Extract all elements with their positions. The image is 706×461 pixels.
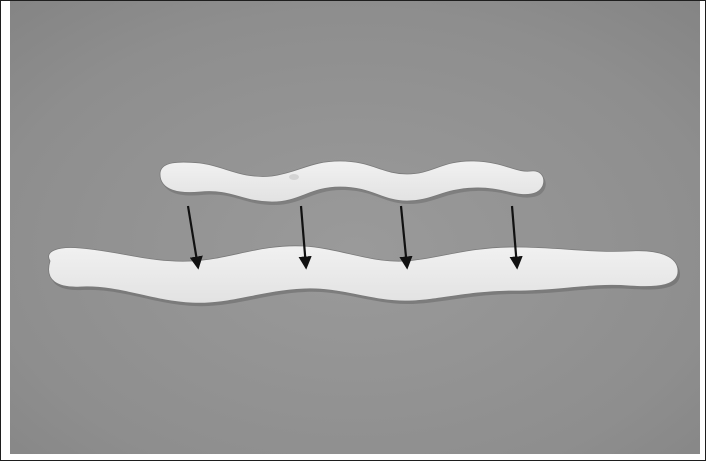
photo	[10, 1, 700, 454]
strip-blemish	[289, 174, 299, 180]
photo-canvas	[10, 1, 700, 454]
background-surface	[10, 1, 700, 454]
